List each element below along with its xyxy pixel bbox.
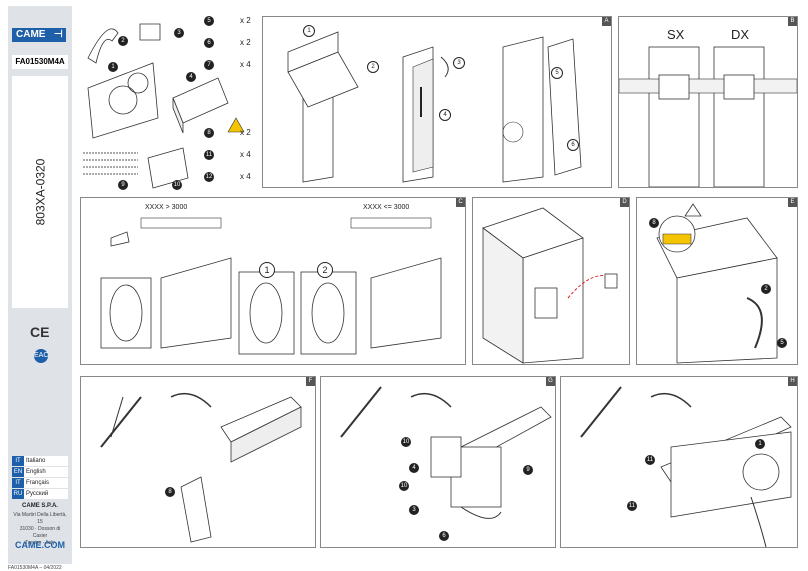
language-name: Italiano — [24, 456, 68, 466]
callout-9: 9 — [523, 465, 533, 475]
callout-10: 10 — [172, 180, 182, 190]
brand-name: CAME — [16, 29, 46, 40]
callout-3: 3 — [409, 505, 419, 515]
label-sx: SX — [667, 27, 685, 42]
callout-11: 11 — [645, 455, 655, 465]
callout-8: 8 — [165, 487, 175, 497]
panel-c: C XXXX > 3000 XXXX <= 3000 1 2 — [80, 197, 466, 365]
model-label: 803XA-0320 — [33, 158, 48, 226]
ce-mark: CE — [30, 324, 50, 340]
step-2: 2 — [317, 262, 333, 278]
panel-a: A 1 2 3 4 5 6 — [262, 16, 612, 188]
language-code: IT — [12, 456, 24, 466]
quantity-8: x 2 — [240, 128, 251, 137]
panel-f-drawing — [100, 392, 302, 543]
panel-h: H 11 11 1 — [560, 376, 798, 548]
footer-code: FA01530M4A – 04/2022 — [8, 565, 62, 571]
panel-h-drawing — [580, 386, 792, 547]
callout-3: 3 — [174, 28, 184, 38]
quantity-11: x 4 — [240, 150, 251, 159]
panel-tag: C — [456, 198, 465, 207]
panel-tag: B — [788, 17, 797, 26]
language-name: English — [24, 467, 68, 477]
callout-8: 8 — [204, 128, 214, 138]
company-name: CAME S.P.A. — [22, 503, 58, 509]
callout-8: 8 — [649, 218, 659, 228]
panel-g: G 10 4 10 3 9 6 — [320, 376, 556, 548]
quantity-7: x 4 — [240, 60, 251, 69]
step-1: 1 — [303, 25, 315, 37]
callout-2: 2 — [761, 284, 771, 294]
callout-5: 5 — [204, 16, 214, 26]
step-1: 1 — [259, 262, 275, 278]
quantity-6: x 2 — [240, 38, 251, 47]
came-logo: CAME ⊣ — [12, 28, 66, 42]
panel-tag: H — [788, 377, 797, 386]
parts-drawing — [83, 23, 245, 189]
step-4: 4 — [439, 109, 451, 121]
eac-mark-icon: EAC — [34, 349, 48, 363]
panel-e-drawing — [656, 203, 778, 364]
panel-tag: A — [602, 17, 611, 26]
callout-2: 2 — [118, 36, 128, 46]
panel-b-drawing — [619, 46, 797, 187]
callout-11: 11 — [204, 150, 214, 160]
panel-d: D — [472, 197, 630, 365]
quantity-12: x 4 — [240, 172, 251, 181]
panel-c-drawing — [100, 217, 442, 355]
model-box — [12, 76, 68, 308]
callout-12: 12 — [204, 172, 214, 182]
parts-list: 2 3 1 4 9 10 5 x 2 6 x 2 7 x 4 8 x 2 11 … — [78, 8, 256, 194]
panel-g-drawing — [340, 386, 552, 519]
language-name: Русский — [24, 489, 68, 499]
callout-4: 4 — [186, 72, 196, 82]
language-code: EN — [12, 467, 24, 477]
callout-6: 6 — [439, 531, 449, 541]
callout-10: 10 — [399, 481, 409, 491]
label-dx: DX — [731, 27, 750, 42]
company-address: Via Martiri Della Libertà, 15 31030 · Do… — [13, 512, 67, 546]
brand-mark-icon: ⊣ — [54, 29, 63, 40]
callout-5: 5 — [777, 338, 787, 348]
step-6: 6 — [567, 139, 579, 151]
model-label-wrapper: 803XA-0320 — [12, 76, 68, 308]
callout-4: 4 — [409, 463, 419, 473]
language-code: RU — [12, 489, 24, 499]
panel-d-drawing — [482, 207, 618, 364]
quantity-5: x 2 — [240, 16, 251, 25]
panel-f: F 8 — [80, 376, 316, 548]
callout-10: 10 — [401, 437, 411, 447]
panel-tag: E — [788, 198, 797, 207]
panel-tag: G — [546, 377, 555, 386]
callout-11: 11 — [627, 501, 637, 511]
dimension-less-equal: XXXX <= 3000 — [363, 204, 410, 211]
document-code: FA01530M4A — [12, 55, 68, 69]
callout-1: 1 — [755, 439, 765, 449]
step-3: 3 — [453, 57, 465, 69]
panel-tag: D — [620, 198, 629, 207]
panel-b: B SX DX — [618, 16, 798, 188]
website-link[interactable]: CAME.COM — [15, 540, 65, 550]
panel-e: E 8 2 5 — [636, 197, 798, 365]
panel-a-drawing — [287, 31, 582, 183]
language-name: Français — [24, 478, 68, 488]
step-2: 2 — [367, 61, 379, 73]
callout-6: 6 — [204, 38, 214, 48]
callout-9: 9 — [118, 180, 128, 190]
step-5: 5 — [551, 67, 563, 79]
panel-tag: F — [306, 377, 315, 386]
language-code: IT — [12, 478, 24, 488]
callout-1: 1 — [108, 62, 118, 72]
callout-7: 7 — [204, 60, 214, 70]
dimension-greater: XXXX > 3000 — [145, 204, 188, 211]
